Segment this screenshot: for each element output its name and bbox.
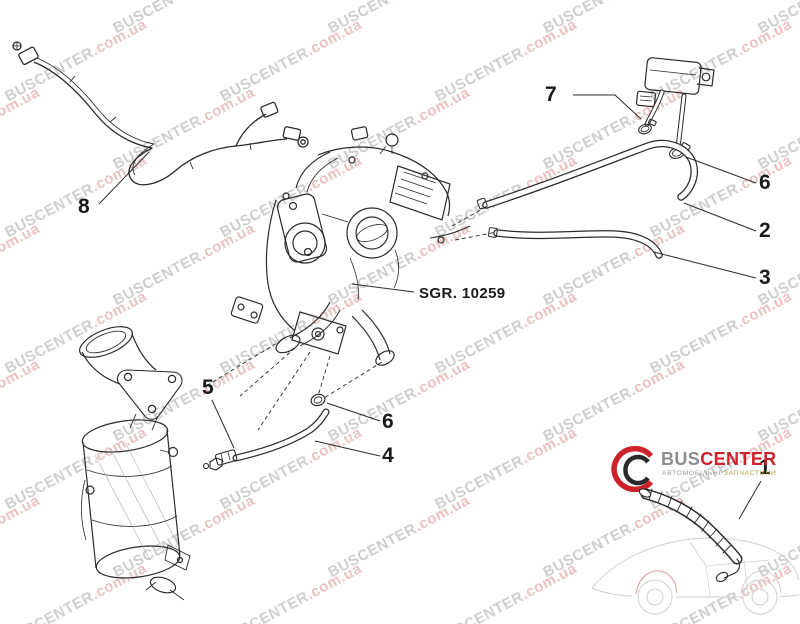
ring-6-lower-drawing <box>310 393 326 407</box>
engine-assembly-drawing <box>230 126 471 366</box>
logo-tagline-right: ЗАПЧАСТИНИ <box>723 470 777 477</box>
callout-6-upper: 6 <box>759 171 771 194</box>
figure-code-label: SGR. 10259 <box>419 285 506 302</box>
buscenter-logo-text: BUSCENTER <box>661 450 777 468</box>
logo-tagline-left: АВТОМОБІЛЬНІ <box>662 470 722 477</box>
callout-8: 8 <box>78 195 90 218</box>
buscenter-logo-tagline: АВТОМОБІЛЬНІ ЗАПЧАСТИНИ <box>662 470 777 478</box>
hose-3-drawing <box>488 227 663 259</box>
callout-6-lower: 6 <box>382 410 394 433</box>
callout-2: 2 <box>759 219 771 242</box>
callout-leader-lines <box>98 94 762 520</box>
hose-connector-5-drawing <box>202 449 238 471</box>
callout-5: 5 <box>202 376 214 399</box>
logo-brand-gray: BUS <box>661 449 701 469</box>
catalytic-converter-drawing <box>79 326 191 601</box>
hose-2-drawing <box>476 139 698 210</box>
pressure-sensor-drawing <box>635 57 715 108</box>
callout-7: 7 <box>545 83 557 106</box>
buscenter-logo-mark <box>611 445 654 493</box>
wiring-harness-drawing <box>12 41 309 186</box>
callout-4: 4 <box>382 444 394 467</box>
hose-4-drawing <box>232 408 330 462</box>
part-1-drawing <box>638 488 743 583</box>
callout-1: 1 <box>759 456 771 479</box>
assembly-dashed-lines <box>205 206 498 431</box>
callout-3: 3 <box>759 266 771 289</box>
logo-brand-red: CENTER <box>700 449 777 469</box>
car-sketch <box>591 537 800 615</box>
